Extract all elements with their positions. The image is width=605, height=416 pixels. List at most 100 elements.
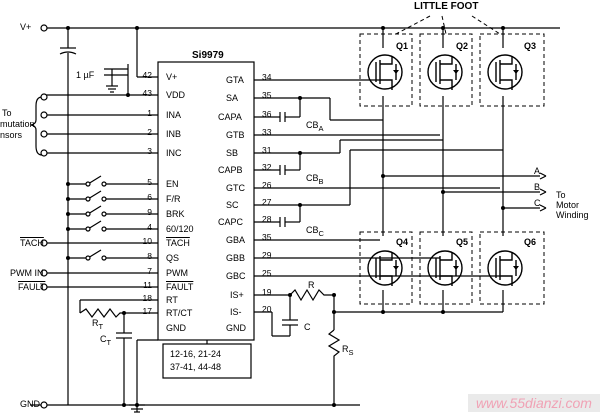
pin-inb: INB	[166, 129, 182, 139]
gnd-pins-line-1: 12-16, 21-24	[170, 349, 222, 359]
pin-vdd: VDD	[166, 90, 186, 100]
pin-is-plus: IS+	[230, 290, 244, 300]
rt-sub: T	[98, 321, 104, 331]
pin-fr: F/R	[166, 194, 181, 204]
pin-rtct: RT/CT	[166, 308, 193, 318]
pin-num-r: 28	[262, 214, 272, 224]
pin-gnd-right: GND	[226, 323, 246, 333]
pin-num-r: 20	[262, 304, 272, 314]
cbc-label: CBC	[306, 225, 324, 239]
ct-sub: T	[106, 337, 112, 347]
motor-label-1: To	[556, 190, 566, 200]
q1-label: Q1	[396, 41, 409, 51]
pin-num-r: 19	[262, 287, 272, 297]
pin-qs: QS	[166, 253, 180, 263]
pin-num-l: 2	[147, 127, 152, 137]
sensor-label-1: mutation	[0, 119, 35, 129]
cap-value-label: 1 µF	[76, 70, 95, 80]
pin-num-r: 26	[262, 180, 272, 190]
phase-c-label: C	[534, 198, 541, 208]
q5-label: Q5	[456, 237, 469, 247]
pin-num-l: 17	[142, 306, 152, 316]
pin-gnd-left: GND	[166, 323, 186, 333]
pin-num-r: 34	[262, 72, 272, 82]
rt-label: RT	[92, 318, 103, 332]
pin-rt: RT	[166, 295, 178, 305]
pin-num-l: 8	[147, 251, 152, 261]
q2-label: Q2	[456, 41, 469, 51]
gnd-label: GND	[20, 399, 40, 409]
pin-en: EN	[166, 179, 179, 189]
pin-pwm: PWM	[166, 268, 188, 278]
pin-num-r: 35	[262, 232, 272, 242]
sensor-label-to: To	[2, 108, 12, 118]
pin-num-r: 32	[262, 162, 272, 172]
pin-sb: SB	[226, 148, 239, 158]
pin-num-l: 11	[143, 280, 152, 290]
tach-label: TACH	[20, 238, 44, 248]
pin-brk: BRK	[166, 209, 185, 219]
pin-gbb: GBB	[226, 253, 246, 263]
rs-name: R	[342, 344, 349, 354]
pin-num-r: 29	[262, 250, 272, 260]
pwm-in-label: PWM IN	[10, 268, 44, 278]
ic-body	[157, 61, 255, 341]
sensor-label-2: nsors	[0, 130, 23, 140]
pin-num-l: 3	[147, 146, 152, 156]
pin-num-l: 42	[142, 70, 152, 80]
pin-num-r: 31	[262, 145, 272, 155]
cba-name: CB	[306, 120, 319, 130]
vplus-label: V+	[20, 22, 32, 32]
phase-b-label: B	[534, 182, 541, 192]
pin-capb: CAPB	[218, 165, 243, 175]
pin-gtc: GTC	[226, 183, 245, 193]
ct-name: C	[100, 334, 107, 344]
cba-label: CBA	[306, 120, 324, 134]
pin-sc: SC	[226, 200, 239, 210]
phase-a-label: A	[534, 166, 541, 176]
pin-inc: INC	[166, 148, 182, 158]
ic-title: Si9979	[192, 50, 224, 61]
gnd-pins-line-2: 37-41, 44-48	[170, 362, 222, 372]
pin-num-l: 7	[147, 266, 152, 276]
fault-label: FAULT	[18, 282, 46, 292]
pin-ina: INA	[166, 110, 182, 120]
pin-gbc: GBC	[226, 271, 246, 281]
pin-fault: FAULT	[166, 282, 194, 292]
rs-label: RS	[342, 344, 354, 358]
pin-num-l: 1	[147, 108, 152, 118]
pin-num-l: 10	[142, 236, 152, 246]
pin-num-l: 43	[142, 88, 152, 98]
cbb-sub: B	[318, 176, 324, 186]
q3-label: Q3	[524, 41, 537, 51]
pin-num-l: 6	[147, 192, 152, 202]
cbb-name: CB	[306, 173, 319, 183]
q6-label: Q6	[524, 237, 537, 247]
pin-num-r: 35	[262, 90, 272, 100]
watermark: www.55dianzi.com	[468, 394, 600, 412]
cbc-sub: C	[318, 228, 324, 238]
pin-num-r: 36	[262, 109, 272, 119]
pin-num-r: 25	[262, 268, 272, 278]
rt-name: R	[92, 318, 99, 328]
pin-capa: CAPA	[218, 112, 242, 122]
cbc-name: CB	[306, 225, 319, 235]
pin-num-l: 4	[147, 222, 152, 232]
c-label: C	[304, 322, 311, 332]
pin-num-r: 33	[262, 127, 272, 137]
ct-label: CT	[100, 334, 111, 348]
pin-tach: TACH	[166, 238, 190, 248]
pin-sa: SA	[226, 93, 239, 103]
little-foot-label: LITTLE FOOT	[414, 1, 479, 12]
pin-vplus: V+	[166, 72, 178, 82]
rs-sub: S	[348, 347, 354, 357]
r-label: R	[308, 280, 315, 290]
pin-is-minus: IS-	[230, 307, 242, 317]
pin-num-r: 27	[262, 197, 272, 207]
cbb-label: CBB	[306, 173, 324, 187]
pin-num-l: 9	[147, 207, 152, 217]
pin-num-l: 18	[142, 293, 152, 303]
motor-label-3: Winding	[556, 210, 589, 220]
motor-label-2: Motor	[556, 200, 580, 210]
